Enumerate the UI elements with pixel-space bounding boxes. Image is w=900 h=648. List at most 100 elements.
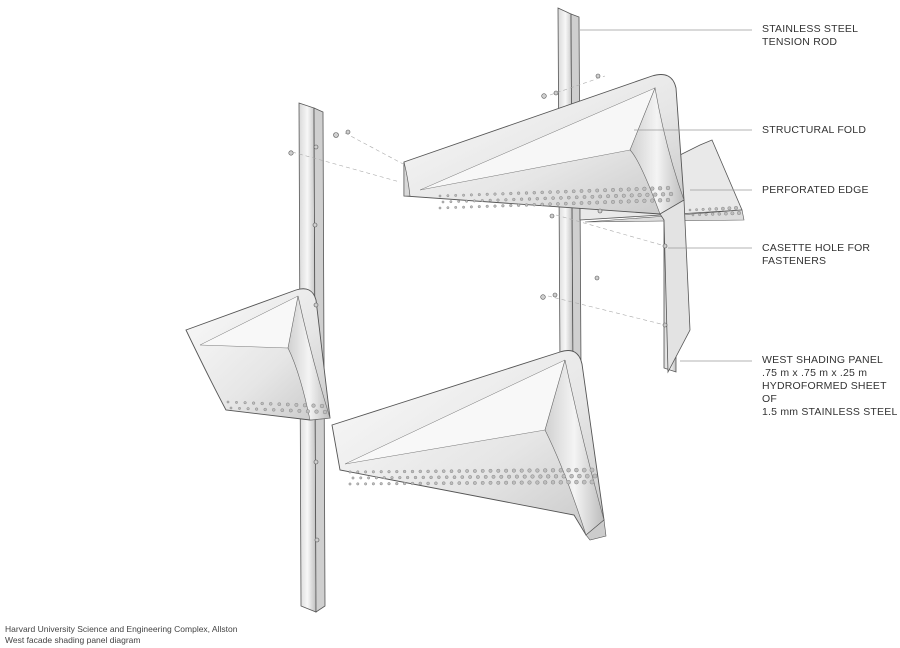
perforation-hole [379, 470, 383, 474]
perforation-hole [454, 206, 458, 209]
perforation-hole [556, 190, 560, 194]
perforation-hole [571, 189, 576, 194]
perforation-hole [294, 402, 299, 407]
perforation-hole [691, 213, 695, 217]
perforation-hole [364, 482, 368, 486]
perforation-hole [587, 200, 592, 205]
perforation-hole [235, 401, 238, 404]
perforation-hole [499, 474, 504, 479]
perforation-hole [387, 482, 391, 486]
perforation-hole [701, 207, 705, 211]
perforation-hole [434, 469, 438, 473]
perforation-hole [501, 204, 505, 208]
perforation-hole [519, 197, 524, 201]
perforation-hole [618, 199, 623, 204]
perforation-hole [543, 480, 548, 485]
perforation-hole [598, 194, 603, 199]
perforation-hole [472, 199, 476, 203]
perforation-hole [371, 470, 375, 474]
label-west-panel: WEST SHADING PANEL .75 m x .75 m x .25 m… [762, 354, 898, 418]
perforation-hole [504, 198, 508, 202]
perforation-hole [698, 213, 701, 217]
perforation-hole [449, 469, 454, 473]
perforation-hole [480, 469, 485, 473]
perforation-hole [516, 191, 521, 195]
perforation-hole [579, 201, 584, 205]
perforation-hole [561, 474, 566, 479]
perforation-hole [280, 408, 285, 412]
perforation-hole [285, 402, 290, 407]
perforation-hole [535, 197, 539, 201]
perforation-hole [559, 196, 563, 200]
perforation-hole [314, 409, 319, 414]
perforation-hole [398, 476, 402, 480]
perforation-hole [527, 468, 532, 473]
perforation-hole [737, 210, 742, 215]
perforation-hole [348, 470, 352, 474]
perforation-hole [527, 480, 532, 485]
perforation-hole [449, 200, 453, 204]
perforation-hole [441, 469, 446, 473]
perforation-hole [356, 470, 360, 474]
perforation-hole [665, 185, 671, 191]
perforation-hole [426, 469, 430, 474]
perforation-hole [574, 479, 579, 485]
perforation-hole [457, 200, 461, 203]
perforation-hole [566, 480, 571, 485]
perforation-hole [496, 480, 501, 485]
perforation-hole [614, 193, 618, 198]
perforation-hole [558, 480, 563, 485]
perforation-hole [446, 194, 450, 198]
perforation-hole [491, 474, 496, 479]
perforation-hole [550, 480, 556, 485]
perforation-hole [611, 199, 615, 204]
perforation-hole [579, 189, 584, 193]
perforation-hole [553, 474, 559, 479]
caption-line-2: West facade shading panel diagram [5, 635, 141, 645]
perforation-hole [319, 403, 325, 409]
perforation-hole [263, 407, 267, 412]
perforation-hole [530, 474, 535, 479]
perforation-hole [538, 474, 543, 479]
perforation-hole [477, 205, 481, 209]
perforation-hole [524, 191, 529, 195]
perforation-hole [413, 475, 418, 480]
perforation-hole [421, 475, 425, 480]
perforation-hole [695, 208, 698, 212]
perforation-hole [493, 192, 497, 196]
perforation-hole [626, 199, 631, 204]
perforation-hole [226, 400, 230, 404]
perforation-hole [465, 199, 468, 203]
perforation-hole [581, 479, 587, 485]
perforation-hole [661, 192, 666, 197]
perforation-hole [410, 481, 415, 486]
perforation-hole [485, 192, 489, 196]
perforation-hole [252, 401, 256, 405]
panel-lower [331, 350, 607, 541]
perforation-hole [714, 207, 718, 211]
perforation-hole [359, 476, 363, 480]
perforation-hole [574, 195, 579, 200]
perforation-hole [564, 201, 568, 206]
perforation-hole [243, 401, 247, 405]
perforation-hole [485, 204, 489, 208]
perforation-hole [582, 195, 587, 199]
perforation-hole [564, 189, 568, 194]
perforation-hole [548, 190, 552, 194]
perforation-hole [351, 476, 355, 480]
perforation-hole [480, 481, 485, 485]
perforation-hole [437, 475, 441, 479]
perforation-hole [488, 468, 493, 473]
perforation-hole [364, 470, 368, 474]
perforation-hole [348, 482, 352, 486]
perforation-hole [469, 205, 473, 209]
perforation-hole [569, 474, 574, 479]
perforation-hole [629, 193, 634, 198]
perforation-hole [642, 186, 647, 191]
fasteners [288, 73, 668, 543]
perforation-hole [449, 481, 454, 485]
perforation-hole [406, 475, 410, 480]
perforation-hole [704, 212, 708, 216]
perforation-hole [477, 193, 481, 197]
perforations [226, 185, 742, 486]
